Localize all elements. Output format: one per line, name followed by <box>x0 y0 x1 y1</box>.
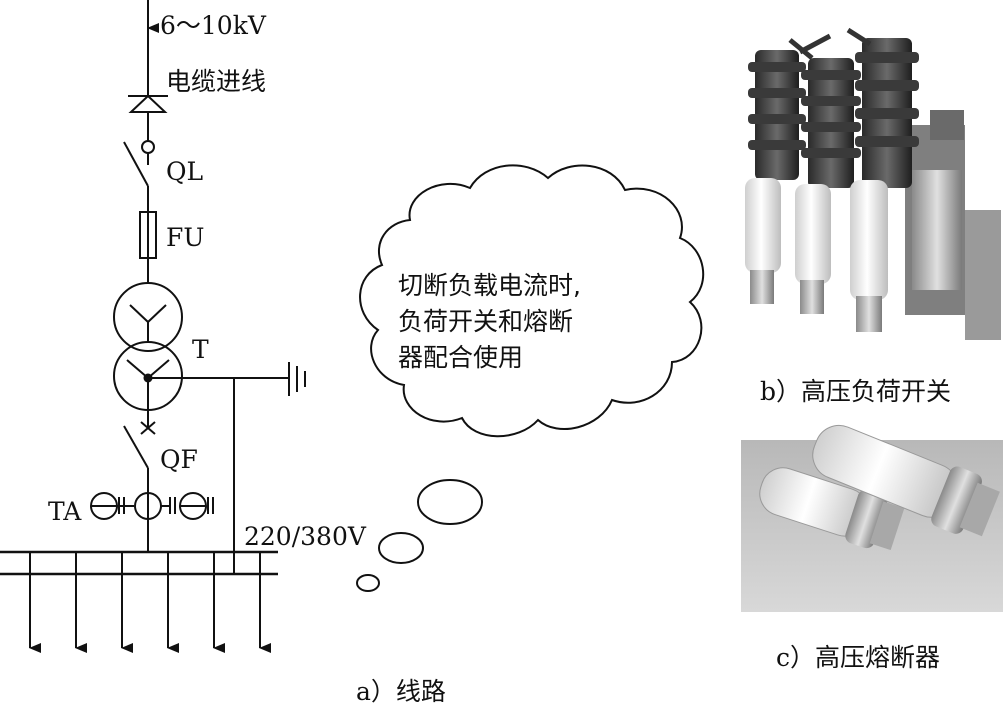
cable-termination-symbol <box>128 94 168 154</box>
caption-c: c）高压熔断器 <box>776 643 940 672</box>
label-ta: TA <box>48 497 82 526</box>
label-voltage-in: 6～10kV <box>160 11 267 40</box>
label-ql: QL <box>166 157 203 186</box>
label-t: T <box>192 335 209 364</box>
outgoing-feeders <box>29 552 271 653</box>
current-transformers-ta-symbol <box>90 492 214 552</box>
callout-line-2: 负荷开关和熔断 <box>398 307 573 336</box>
single-line-diagram: 6～10kV 电缆进线 QL FU T QF TA 220/380V <box>0 0 367 653</box>
label-cable-in: 电缆进线 <box>166 67 266 96</box>
callout-line-1: 切断负载电流时, <box>398 271 581 300</box>
thought-cloud-callout: 切断负载电流时, 负荷开关和熔断 器配合使用 <box>356 164 705 592</box>
low-voltage-busbar <box>0 550 278 576</box>
fuse-fu-symbol <box>139 211 157 283</box>
label-voltage-out: 220/380V <box>244 522 367 551</box>
label-fu: FU <box>166 223 204 252</box>
fuse-photo <box>741 424 1003 612</box>
neutral-ground-connection <box>148 362 306 574</box>
load-switch-ql-symbol <box>123 141 149 212</box>
caption-a: a）线路 <box>356 677 446 706</box>
transformer-t-symbol <box>113 282 183 411</box>
label-qf: QF <box>160 445 198 474</box>
load-switch-photo <box>745 27 1001 340</box>
callout-line-3: 器配合使用 <box>398 343 523 372</box>
caption-b: b）高压负荷开关 <box>760 377 951 406</box>
breaker-qf-symbol <box>123 410 156 492</box>
